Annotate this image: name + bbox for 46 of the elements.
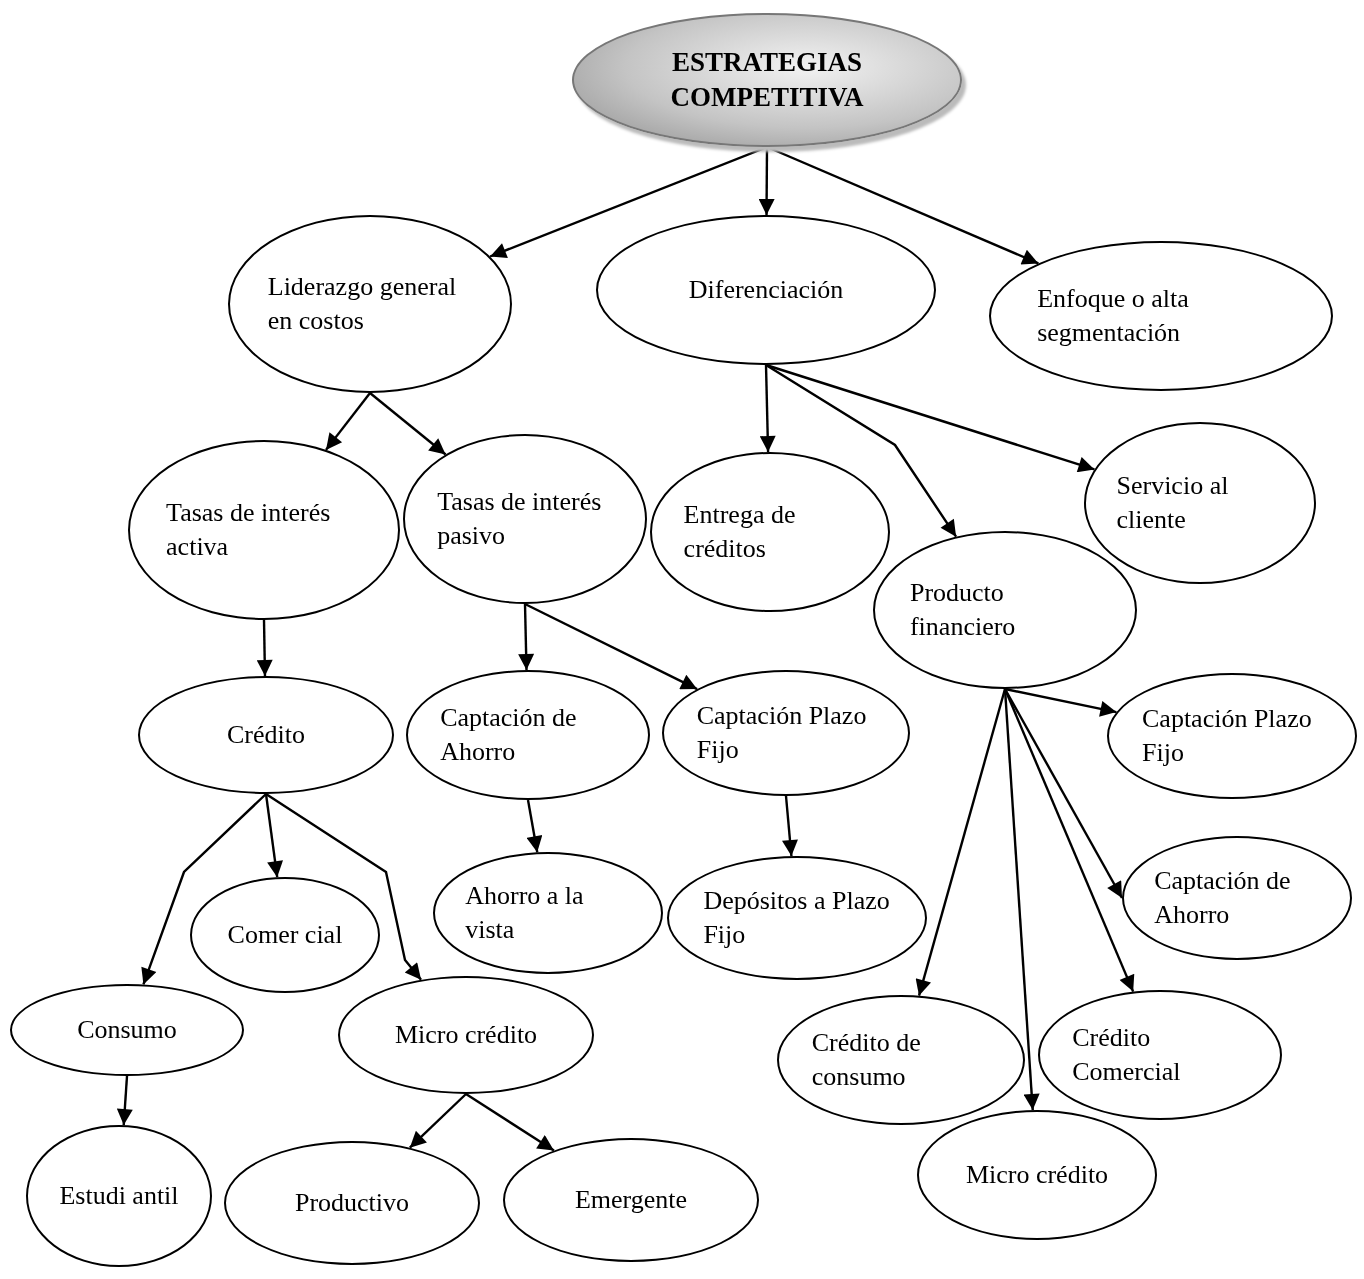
arrow (524, 602, 698, 691)
node-text: Liderazgo general en costos (267, 271, 458, 337)
node-text: Micro crédito (965, 1159, 1109, 1192)
arrow (759, 364, 776, 453)
node-text: Depósitos a Plazo Fijo (703, 885, 891, 951)
node-text: Consumo (77, 1014, 177, 1047)
arrow (264, 793, 283, 878)
node-text: Enfoque o alta segmentación (1037, 283, 1190, 349)
node-text: Crédito Comercial (1072, 1022, 1182, 1088)
arrow (766, 145, 1039, 265)
arrow (116, 1075, 133, 1126)
arrow (758, 147, 775, 215)
node-text: Entrega de créditos (683, 499, 797, 565)
arrow (1003, 688, 1135, 993)
node-text: Estudi antil (59, 1180, 179, 1213)
node-text: Producto financiero (909, 577, 1017, 643)
node-text: Tasas de interés pasivo (437, 486, 603, 552)
arrow (325, 392, 371, 451)
node-text: Micro crédito (394, 1019, 538, 1052)
node-text: Captación Plazo Fijo (696, 700, 868, 766)
arrow (915, 688, 1007, 996)
node-text: Productivo (294, 1187, 410, 1220)
node-text: Captación de Ahorro (440, 702, 578, 768)
arrow (765, 364, 958, 538)
node-text: Diferenciación (688, 274, 844, 307)
node-text: Crédito de consumo (811, 1027, 922, 1093)
arrow (526, 799, 543, 853)
arrow (1004, 687, 1117, 717)
arrow (465, 1093, 555, 1152)
arrow (369, 392, 447, 456)
arrow (409, 1093, 467, 1149)
node-text: ESTRATEGIAS COMPETITIVA (669, 45, 865, 114)
node-text: Crédito (227, 719, 305, 752)
node-text: Tasas de interés activa (166, 497, 332, 563)
node-text: Emergente (574, 1184, 688, 1217)
node-text: Ahorro a la vista (465, 880, 585, 946)
arrow (489, 145, 768, 259)
arrow (765, 363, 1095, 473)
arrow (518, 603, 535, 671)
node-text: Captación Plazo Fijo (1142, 703, 1313, 769)
arrow (782, 795, 798, 857)
arrow (141, 793, 267, 985)
node-text: Servicio al cliente (1116, 470, 1230, 536)
node-text: Comer cial (227, 919, 343, 952)
arrow (256, 619, 273, 677)
node-text: Captación de Ahorro (1154, 865, 1292, 931)
